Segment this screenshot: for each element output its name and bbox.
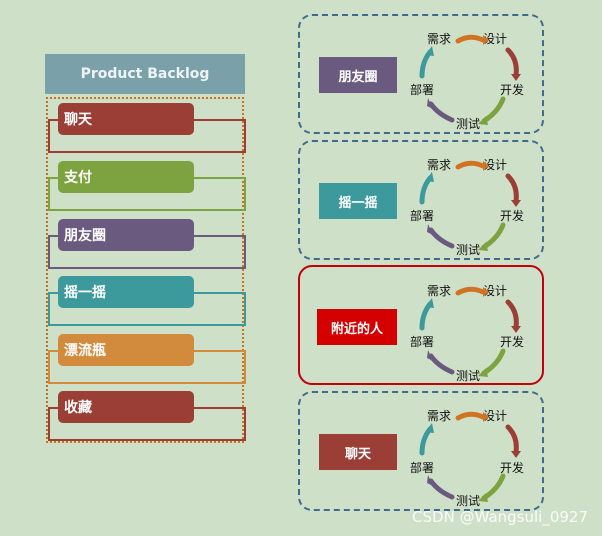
cycle-3-deploy: 部署 (410, 335, 435, 349)
cycle-4-deploy: 部署 (410, 461, 435, 475)
sprint-box-1 (298, 14, 544, 134)
backlog-item-moments: 朋友圈 (58, 219, 194, 251)
cycle-2-arrow-5 (419, 172, 434, 205)
cycle-2-arrow-1 (455, 160, 489, 171)
backlog-item-payment: 支付 (58, 161, 194, 193)
cycle-4-arrow-4 (427, 475, 455, 500)
backlog-item-favorites: 收藏 (58, 391, 194, 423)
cycle-4-test: 测试 (456, 494, 481, 508)
backlog-item-chat: 聊天 (58, 103, 194, 135)
cycle-3-requirements: 需求 (427, 284, 452, 298)
cycle-2-develop: 开发 (500, 209, 525, 223)
cycle-2-arrow-4 (427, 224, 455, 249)
cycle-1-arrow-4 (427, 98, 455, 123)
product-backlog-title: Product Backlog (45, 54, 245, 94)
cycle-4-arrow-1 (455, 411, 489, 422)
sprint-label-moments: 朋友圈 (319, 57, 397, 93)
sprint-box-2 (298, 140, 544, 260)
cycle-4-arrow-2 (505, 424, 521, 458)
backlog-item-drift-bottle: 漂流瓶 (58, 334, 194, 366)
cycle-1-requirements: 需求 (427, 32, 452, 46)
cycle-2-deploy: 部署 (410, 209, 435, 223)
cycle-1-deploy: 部署 (410, 83, 435, 97)
backlog-item-shake: 摇一摇 (58, 276, 194, 308)
cycle-1-arrow-3 (478, 96, 506, 125)
watermark: CSDN @Wangsuli_0927 (412, 508, 588, 526)
cycle-4-develop: 开发 (500, 461, 525, 475)
cycle-1-arrow-1 (455, 34, 489, 45)
product-backlog-frame (46, 97, 244, 443)
sprint-label-chat: 聊天 (319, 434, 397, 470)
cycle-1-arrow-5 (419, 46, 434, 79)
cycle-3-arrow-5 (419, 298, 434, 331)
cycle-2-arrow-2 (505, 173, 521, 207)
cycle-1-develop: 开发 (500, 83, 525, 97)
cycle-3-develop: 开发 (500, 335, 525, 349)
cycle-1-arrow-2 (505, 47, 521, 81)
cycle-4-arrow-5 (419, 423, 434, 456)
cycle-3-arrow-2 (505, 299, 521, 333)
cycle-2-requirements: 需求 (427, 158, 452, 172)
sprint-label-nearby: 附近的人 (317, 309, 397, 345)
sprint-box-4 (298, 391, 544, 511)
cycle-3-arrow-1 (455, 286, 489, 297)
cycle-2-design: 设计 (483, 158, 508, 172)
cycle-2-arrow-3 (478, 222, 506, 251)
cycle-3-test: 测试 (456, 369, 481, 383)
cycle-3-design: 设计 (483, 284, 508, 298)
cycle-1-test: 测试 (456, 117, 481, 131)
cycle-4-requirements: 需求 (427, 409, 452, 423)
cycle-4-arrow-3 (478, 473, 506, 502)
cycle-3-arrow-3 (478, 348, 506, 377)
cycle-4-design: 设计 (483, 409, 508, 423)
cycle-1-design: 设计 (483, 32, 508, 46)
cycle-3-arrow-4 (427, 350, 455, 375)
sprint-label-shake: 摇一摇 (319, 183, 397, 219)
sprint-box-3 (298, 265, 544, 385)
cycle-2-test: 测试 (456, 243, 481, 257)
